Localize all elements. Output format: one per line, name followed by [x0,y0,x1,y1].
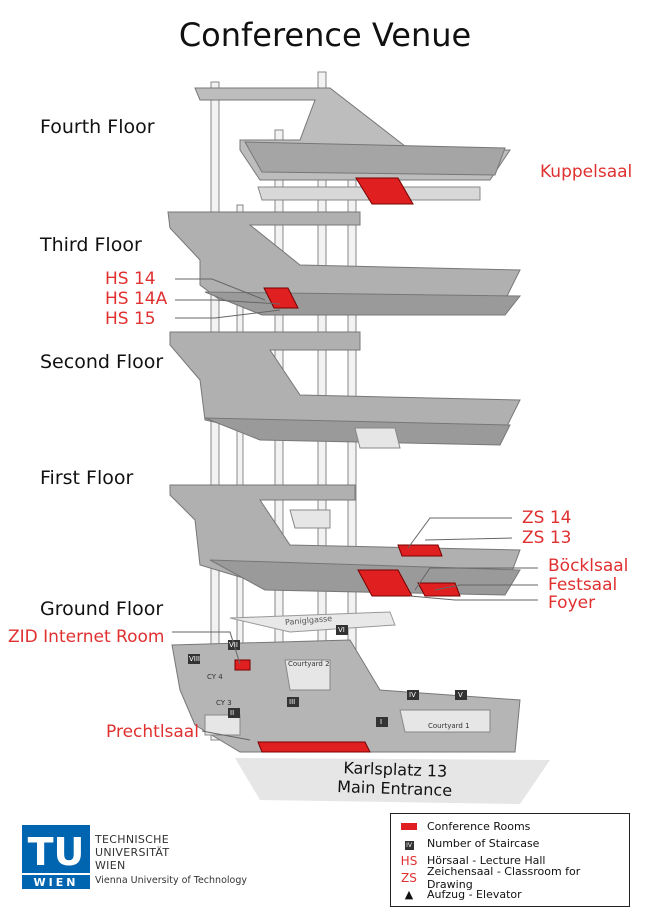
room-highlight-kuppelsaal [355,177,414,205]
room-highlight-hs14 [263,287,299,309]
staircase-box-icon: IV [404,841,414,850]
room-label-foyer: Foyer [548,593,596,613]
fourth-floor-plan [194,87,511,205]
room-label-festsaal: Festsaal [548,575,618,595]
first-floor-plan [169,484,521,597]
logo-line3: WIEN [95,859,126,872]
courtyard-1-label: Courtyard 1 [428,722,470,730]
third-floor-plan [167,211,522,316]
legend-conference-rooms: Conference Rooms [399,819,530,834]
cy4-label: CY 4 [207,673,223,681]
legend-zs: ZS Zeichensaal - Classroom for Drawing [401,864,581,891]
floor-label-fourth: Fourth Floor [40,116,155,138]
tu-wien-logo: TU WIEN [22,825,90,889]
page-title: Conference Venue [178,16,472,54]
room-label-zs13: ZS 13 [522,528,572,548]
floor-label-ground: Ground Floor [40,598,164,620]
room-highlight-prechtlsaal [257,741,371,753]
floor-label-first: First Floor [40,467,134,489]
svg-text:WIEN: WIEN [34,876,79,889]
logo-line2: UNIVERSITÄT [95,846,170,859]
cy3-label: CY 3 [216,699,232,707]
leader-lines [172,278,538,741]
ground-floor-plan [171,611,550,804]
staircase-i: I [380,718,383,726]
floor-label-third: Third Floor [40,234,142,256]
staircase-viii: VIII [189,655,200,663]
logo-line1: TECHNISCHE [95,833,169,846]
svg-text:TU: TU [28,830,85,874]
room-label-zid: ZID Internet Room [8,627,165,647]
staircase-vi: VI [338,626,345,634]
room-label-prechtlsaal: Prechtlsaal [106,722,199,742]
staircase-vii: VII [229,641,238,649]
logo-line4: Vienna University of Technology [95,875,247,886]
red-swatch-icon [401,823,417,830]
legend-elevator: ▲ Aufzug - Elevator [399,887,522,902]
map-legend: Conference Rooms IV Number of Staircase … [390,813,630,907]
room-label-hs14: HS 14 [105,269,156,289]
main-entrance-area [235,758,550,804]
legend-hs: HS Hörsaal - Lecture Hall [400,853,546,868]
room-label-kuppelsaal: Kuppelsaal [540,162,633,182]
room-label-zs14: ZS 14 [522,508,572,528]
legend-staircase: IV Number of Staircase [404,837,540,850]
staircase-v: V [458,691,463,699]
room-label-boecklsaal: Böcklsaal [548,556,629,576]
room-label-hs15: HS 15 [105,309,156,329]
room-highlight-zid [234,659,251,671]
staircase-ii: II [230,709,235,717]
courtyard-2-label: Courtyard 2 [288,660,330,668]
staircase-iii: III [289,698,296,706]
staircase-iv: IV [409,691,416,699]
room-highlight-zs [397,544,443,557]
elevator-icon: ▲ [404,888,414,901]
second-floor-plan [169,331,521,449]
floor-label-second: Second Floor [40,351,164,373]
room-label-hs14a: HS 14A [105,289,168,309]
entrance-label: Karlsplatz 13 Main Entrance [309,757,480,801]
